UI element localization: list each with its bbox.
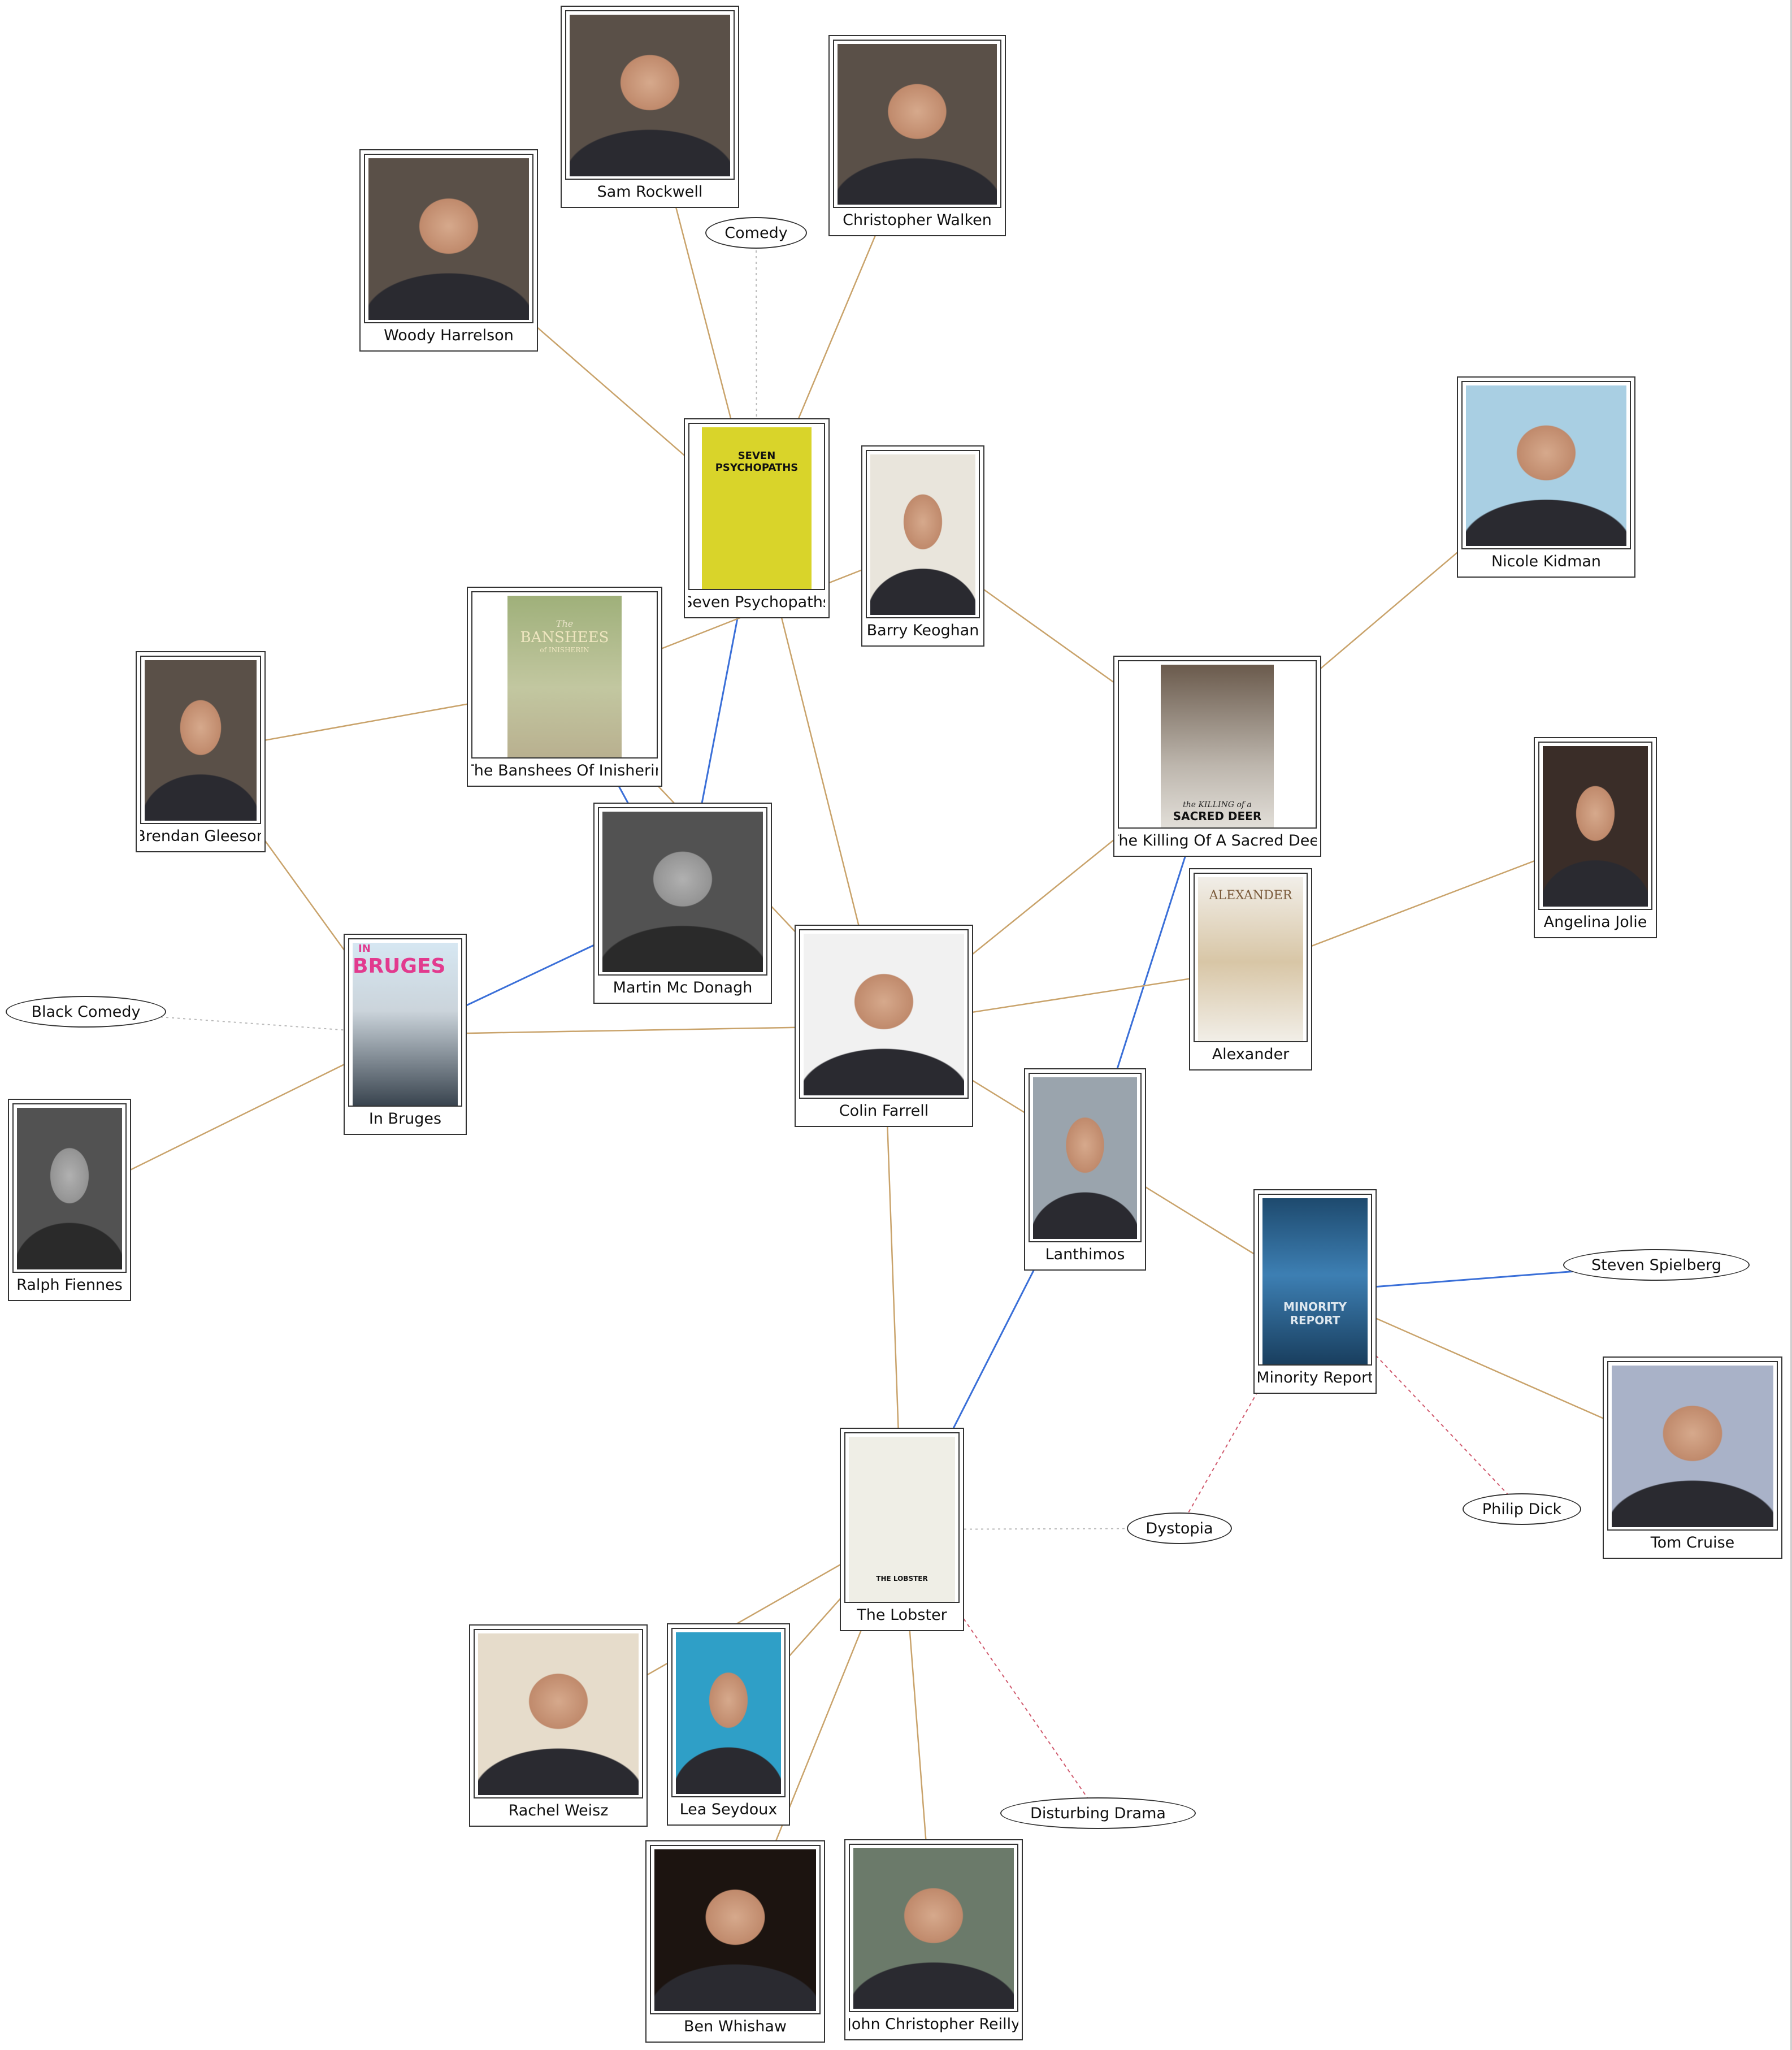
portrait-image bbox=[570, 15, 730, 176]
node-christopher-walken[interactable]: Christopher Walken bbox=[828, 35, 1006, 236]
movie-poster: IN BRUGES bbox=[353, 943, 458, 1112]
node-barry-keoghan[interactable]: Barry Keoghan bbox=[861, 445, 984, 647]
portrait-image bbox=[804, 934, 964, 1095]
node-label: The Banshees Of Inisherin bbox=[471, 757, 658, 782]
portrait-image bbox=[602, 812, 763, 972]
tag-comedy[interactable]: Comedy bbox=[705, 217, 807, 249]
node-label: Angelina Jolie bbox=[1538, 909, 1652, 934]
node-label: Seven Psychopaths bbox=[688, 589, 825, 614]
poster-the: The bbox=[556, 618, 574, 629]
node-seven-psychopaths[interactable]: SEVEN PSYCHOPATHS Seven Psychopaths bbox=[684, 418, 830, 618]
node-label: The Lobster bbox=[844, 1602, 960, 1627]
portrait-image bbox=[145, 660, 257, 821]
poster-pre: the KILLING of a bbox=[1183, 800, 1252, 809]
tag-disturbing-drama[interactable]: Disturbing Drama bbox=[1000, 1797, 1196, 1829]
poster-title: THE LOBSTER bbox=[876, 1575, 928, 1583]
node-in-bruges[interactable]: IN BRUGES In Bruges bbox=[344, 934, 467, 1135]
node-rachel-weisz[interactable]: Rachel Weisz bbox=[469, 1624, 648, 1827]
edge-writer bbox=[1179, 1291, 1316, 1529]
node-label: Rachel Weisz bbox=[474, 1797, 643, 1822]
node-sacred-deer[interactable]: the KILLING of a SACRED DEER The Killing… bbox=[1113, 656, 1321, 857]
canvas-border bbox=[1790, 0, 1792, 2050]
node-label: Alexander bbox=[1194, 1041, 1308, 1066]
node-label: Ben Whishaw bbox=[650, 2013, 821, 2038]
node-label: John Christopher Reilly bbox=[849, 2011, 1018, 2036]
node-label: Woody Harrelson bbox=[364, 322, 533, 347]
node-tom-cruise[interactable]: Tom Cruise bbox=[1603, 1356, 1782, 1559]
node-label: The Killing Of A Sacred Deer bbox=[1118, 827, 1317, 852]
node-label: Lanthimos bbox=[1029, 1241, 1142, 1266]
tag-dystopia[interactable]: Dystopia bbox=[1127, 1512, 1232, 1544]
poster-pre: IN bbox=[358, 943, 371, 955]
node-john-c-reilly[interactable]: John Christopher Reilly bbox=[844, 1839, 1023, 2040]
portrait-image bbox=[676, 1632, 781, 1794]
node-label: Barry Keoghan bbox=[866, 617, 980, 642]
poster-title: MINORITY REPORT bbox=[1283, 1300, 1347, 1327]
poster-title: BANSHEES bbox=[520, 629, 609, 646]
portrait-image bbox=[368, 158, 529, 320]
tag-black-comedy[interactable]: Black Comedy bbox=[6, 996, 166, 1028]
portrait-image bbox=[838, 44, 997, 205]
node-label: Brendan Gleeson bbox=[140, 823, 261, 848]
node-label: In Bruges bbox=[348, 1106, 462, 1130]
node-label: Sam Rockwell bbox=[565, 179, 735, 203]
portrait-image bbox=[478, 1633, 639, 1795]
poster-title: SACRED DEER bbox=[1173, 809, 1262, 823]
node-alexander[interactable]: ALEXANDER Alexander bbox=[1189, 868, 1312, 1070]
node-label: Christopher Walken bbox=[833, 207, 1001, 232]
poster-subtitle: of INISHERIN bbox=[540, 646, 589, 654]
portrait-image bbox=[1612, 1366, 1773, 1527]
node-woody-harrelson[interactable]: Woody Harrelson bbox=[359, 149, 538, 352]
movie-poster: the KILLING of a SACRED DEER bbox=[1161, 665, 1274, 833]
node-label: Martin Mc Donagh bbox=[598, 974, 767, 999]
node-brendan-gleeson[interactable]: Brendan Gleeson bbox=[136, 651, 266, 852]
portrait-image bbox=[870, 454, 975, 615]
movie-poster: SEVEN PSYCHOPATHS bbox=[702, 427, 812, 595]
portrait-image bbox=[654, 1849, 816, 2011]
movie-poster: MINORITY REPORT bbox=[1262, 1198, 1368, 1369]
node-label: Lea Seydoux bbox=[671, 1796, 786, 1821]
node-angelina-jolie[interactable]: Angelina Jolie bbox=[1534, 737, 1657, 938]
node-nicole-kidman[interactable]: Nicole Kidman bbox=[1457, 376, 1635, 578]
node-label: Tom Cruise bbox=[1607, 1529, 1778, 1554]
edge-genre bbox=[756, 232, 757, 519]
portrait-image bbox=[1033, 1077, 1137, 1239]
node-label: Ralph Fiennes bbox=[12, 1272, 127, 1297]
node-banshees[interactable]: The BANSHEES of INISHERIN The Banshees O… bbox=[467, 587, 662, 787]
node-label: Nicole Kidman bbox=[1461, 548, 1631, 573]
node-lea-seydoux[interactable]: Lea Seydoux bbox=[667, 1623, 790, 1826]
node-label: Colin Farrell bbox=[799, 1098, 969, 1122]
node-the-lobster[interactable]: THE LOBSTER The Lobster bbox=[840, 1428, 964, 1631]
portrait-image bbox=[1466, 385, 1626, 546]
node-ben-whishaw[interactable]: Ben Whishaw bbox=[645, 1840, 825, 2043]
poster-title: SEVEN PSYCHOPATHS bbox=[715, 450, 799, 474]
portrait-image bbox=[17, 1108, 122, 1269]
node-martin-mcdonagh[interactable]: Martin Mc Donagh bbox=[593, 803, 772, 1004]
tag-steven-spielberg[interactable]: Steven Spielberg bbox=[1563, 1249, 1750, 1281]
node-sam-rockwell[interactable]: Sam Rockwell bbox=[561, 6, 739, 208]
portrait-image bbox=[1543, 746, 1648, 907]
movie-poster: The BANSHEES of INISHERIN bbox=[507, 596, 622, 763]
node-label: Minority Report bbox=[1258, 1364, 1372, 1389]
portrait-image bbox=[853, 1848, 1014, 2009]
movie-poster: ALEXANDER bbox=[1198, 877, 1303, 1047]
node-colin-farrell[interactable]: Colin Farrell bbox=[795, 925, 973, 1127]
movie-poster: THE LOBSTER bbox=[849, 1437, 955, 1607]
node-ralph-fiennes[interactable]: Ralph Fiennes bbox=[8, 1099, 131, 1301]
tag-philip-dick[interactable]: Philip Dick bbox=[1463, 1493, 1581, 1525]
node-lanthimos[interactable]: Lanthimos bbox=[1024, 1068, 1146, 1271]
poster-title: ALEXANDER bbox=[1209, 889, 1292, 903]
node-minority-report[interactable]: MINORITY REPORT Minority Report bbox=[1253, 1189, 1377, 1394]
poster-title: BRUGES bbox=[353, 955, 446, 978]
